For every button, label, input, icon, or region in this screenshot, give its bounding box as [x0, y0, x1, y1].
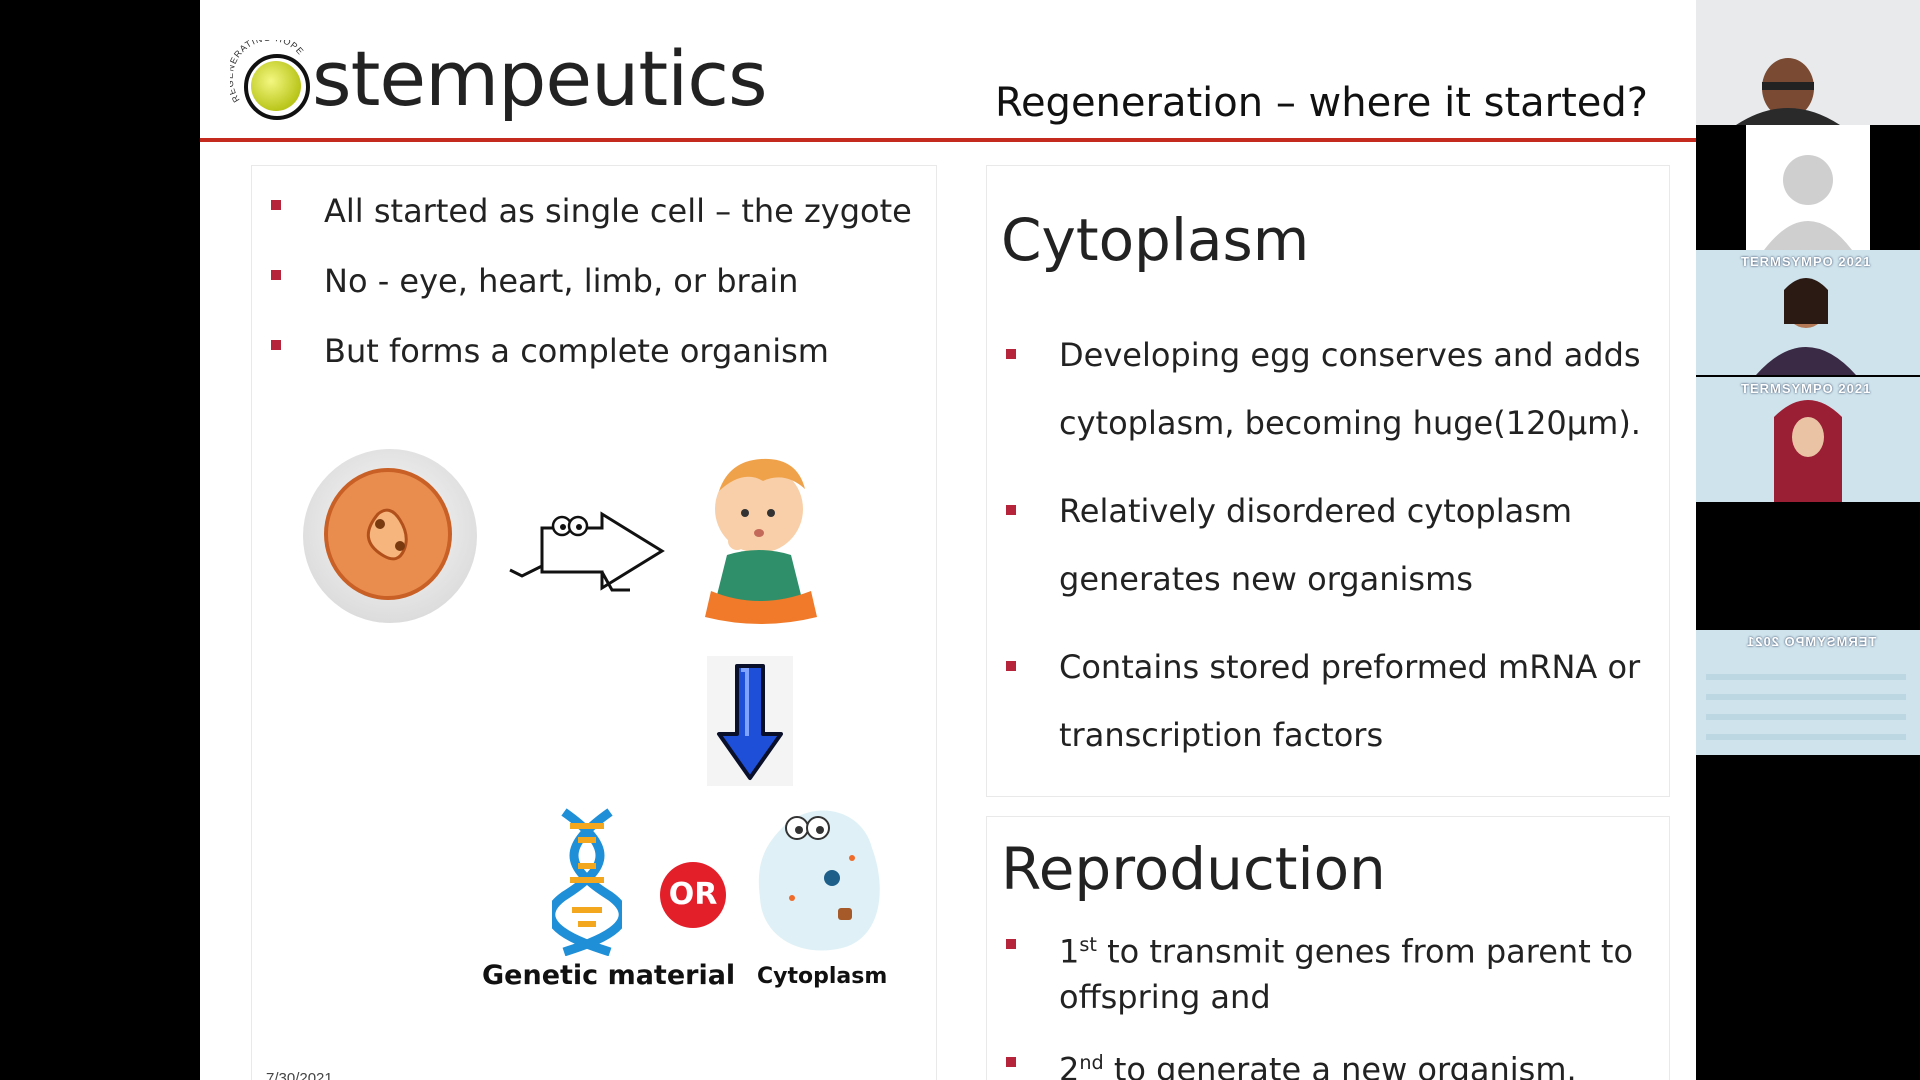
cytoplasm-label: Cytoplasm	[757, 964, 888, 989]
participant-tile-2[interactable]	[1696, 125, 1920, 250]
reproduction-bullet-list: 1st to transmit genes from parent to off…	[987, 922, 1667, 1080]
cytoplasm-icon	[758, 810, 880, 951]
reproduction-panel: Reproduction 1st to transmit genes from …	[986, 816, 1670, 1080]
list-item: Developing egg conserves and adds cytopl…	[987, 321, 1667, 457]
participant-tile-4[interactable]: TERMSYMPO 2021	[1696, 377, 1920, 502]
avatar-icon	[1746, 125, 1870, 250]
participant-video	[1774, 400, 1842, 502]
list-item: All started as single cell – the zygote	[252, 176, 932, 246]
logo-icon: REGENERATING HOPE	[230, 40, 310, 120]
dna-icon	[552, 808, 622, 956]
list-item: 1st to transmit genes from parent to off…	[987, 922, 1667, 1020]
genetic-material-label: Genetic material	[482, 960, 736, 991]
bullet-marker	[1006, 661, 1016, 671]
participant-tile-5[interactable]: TERMSYMPO 2021	[1696, 630, 1920, 755]
bullet-marker	[271, 270, 281, 280]
bullet-marker	[1006, 505, 1016, 515]
reproduction-heading: Reproduction	[1001, 835, 1386, 903]
participant-tile-3[interactable]: TERMSYMPO 2021	[1696, 250, 1920, 375]
cytoplasm-heading: Cytoplasm	[1001, 206, 1310, 274]
cytoplasm-panel: Cytoplasm Developing egg conserves and a…	[986, 165, 1670, 797]
list-item: But forms a complete organism	[252, 316, 932, 386]
presentation-slide: REGENERATING HOPE stempeutics Regenerati…	[200, 0, 1696, 1080]
list-item: Contains stored preformed mRNA or transc…	[987, 633, 1667, 769]
list-item: Relatively disordered cytoplasm generate…	[987, 477, 1667, 613]
list-item: No - eye, heart, limb, or brain	[252, 246, 932, 316]
left-content-panel: All started as single cell – the zygote …	[251, 165, 937, 1080]
baby-icon	[705, 458, 817, 624]
poster-text: TERMSYMPO 2021	[1746, 634, 1877, 649]
poster-text: TERMSYMPO 2021	[1741, 254, 1872, 269]
shared-poster-preview	[1706, 660, 1906, 740]
cytoplasm-bullet-list: Developing egg conserves and adds cytopl…	[987, 321, 1667, 789]
left-bullet-list: All started as single cell – the zygote …	[252, 176, 932, 386]
list-item: 2nd to generate a new organism.	[987, 1040, 1667, 1080]
bullet-marker	[271, 340, 281, 350]
slide-date: 7/30/2021	[266, 1070, 333, 1080]
participant-video	[1756, 278, 1856, 375]
title-divider	[200, 138, 1696, 142]
slide-title: Regeneration – where it started?	[994, 80, 1648, 126]
arrow-down-icon	[707, 656, 793, 786]
bullet-marker	[1006, 939, 1016, 949]
zygote-icon	[303, 449, 477, 623]
bullet-marker	[1006, 349, 1016, 359]
bullet-marker	[1006, 1056, 1016, 1067]
logo-wordmark: stempeutics	[312, 34, 768, 123]
or-badge: OR	[660, 862, 726, 928]
participant-video	[1696, 0, 1920, 125]
bullet-marker	[271, 200, 281, 210]
arrow-right-icon	[509, 511, 665, 592]
participant-tile-1[interactable]	[1696, 0, 1920, 125]
poster-text: TERMSYMPO 2021	[1741, 381, 1872, 396]
